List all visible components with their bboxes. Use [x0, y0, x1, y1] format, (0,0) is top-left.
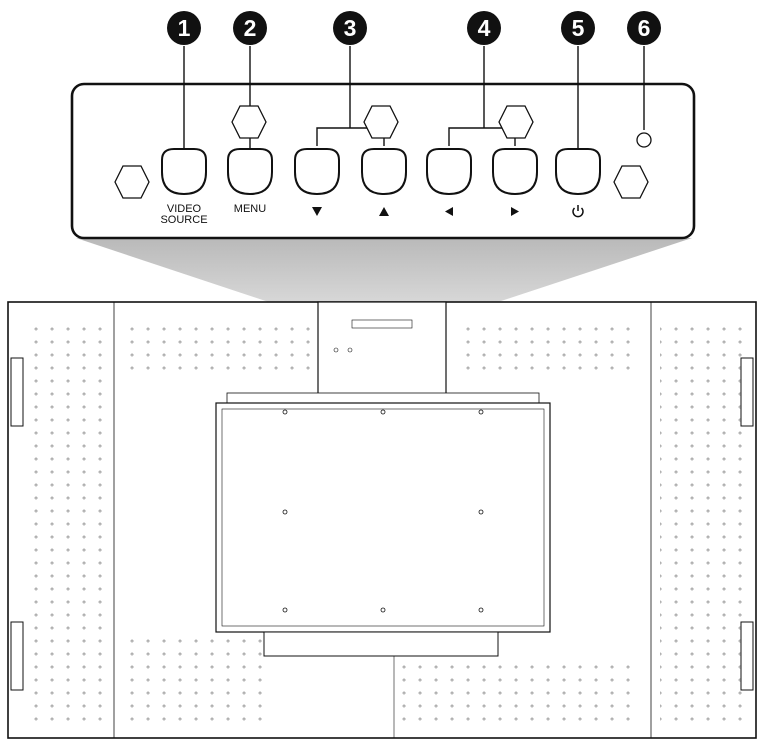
- callout-number: 3: [344, 15, 357, 41]
- hex-marker: [363, 105, 399, 139]
- callout-badge: [627, 11, 661, 45]
- panel-button[interactable]: [361, 148, 407, 196]
- panel-button[interactable]: [426, 148, 472, 196]
- callout-number: 4: [478, 15, 491, 41]
- panel-button[interactable]: [294, 148, 340, 196]
- callout-badge: [333, 11, 367, 45]
- panel-button[interactable]: [161, 148, 207, 196]
- hex-markers: [114, 105, 649, 199]
- button-label: SOURCE: [160, 214, 207, 226]
- triangle-left-icon: [445, 207, 453, 216]
- power-icon: [572, 205, 584, 218]
- callout-badge: [167, 11, 201, 45]
- callout-badge: [233, 11, 267, 45]
- monitor-back: [7, 301, 757, 739]
- hex-marker: [231, 105, 267, 139]
- hex-marker: [613, 165, 649, 199]
- zoom-beam: [76, 238, 692, 340]
- callout-number: 6: [638, 15, 651, 41]
- panel-button[interactable]: [555, 148, 601, 196]
- hex-marker: [498, 105, 534, 139]
- button-label: VIDEO: [167, 203, 202, 215]
- panel-button[interactable]: [227, 148, 273, 196]
- callout-badge: [467, 11, 501, 45]
- callout-number: 1: [178, 15, 191, 41]
- panel-button[interactable]: [492, 148, 538, 196]
- power-led-indicator: [636, 132, 652, 148]
- button-label: MENU: [234, 203, 266, 215]
- callout-numbers: 1 2 3 4 5 6: [167, 11, 661, 45]
- hex-marker: [114, 165, 150, 199]
- callout-badge: [561, 11, 595, 45]
- callout-number: 2: [244, 15, 257, 41]
- triangle-down-icon: [312, 207, 322, 216]
- triangle-up-icon: [379, 207, 389, 216]
- callout-number: 5: [572, 15, 585, 41]
- triangle-right-icon: [511, 207, 519, 216]
